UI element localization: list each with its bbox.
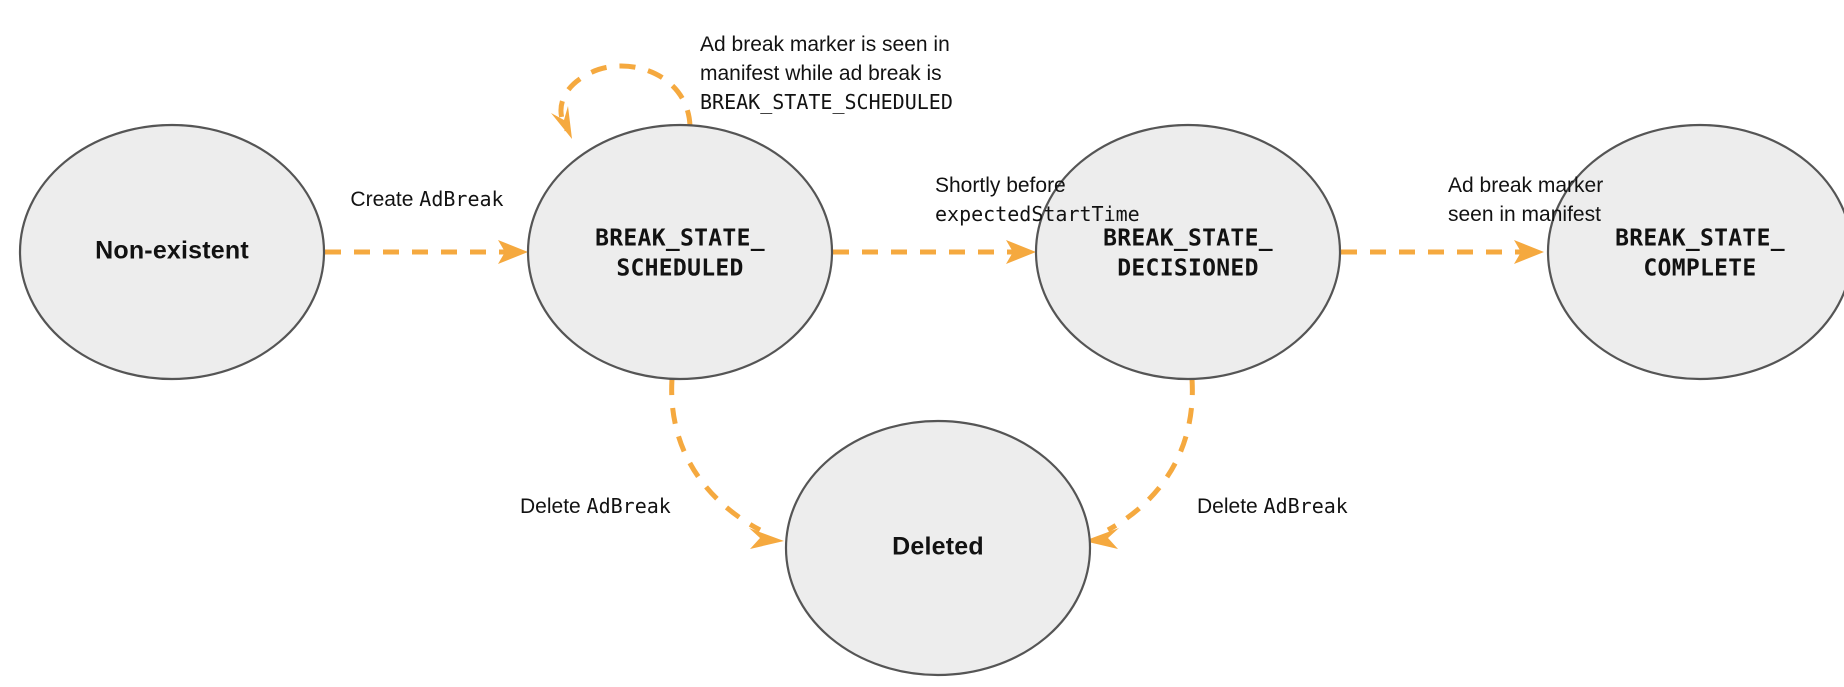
edge-create-adbreak	[325, 240, 528, 264]
node-deleted-label: Deleted	[892, 533, 984, 561]
edge-scheduled-self-loop-arrowhead	[551, 106, 572, 139]
edge-label-marker-seen-in-manifest: Ad break marker seen in manifest	[1448, 174, 1608, 226]
edge-label-scheduled-self-loop: Ad break marker is seen in manifest whil…	[700, 33, 954, 114]
edge-delete-from-decisioned	[1084, 378, 1195, 549]
node-break-state-complete-shape[interactable]	[1546, 123, 1844, 381]
node-break-state-decisioned-label-line1: BREAK_STATE_	[1103, 226, 1273, 252]
edge-marker-seen-in-manifest	[1341, 240, 1544, 264]
edge-label-marker-seen-in-manifest-line1: Ad break marker	[1448, 174, 1603, 197]
edge-label-delete-from-decisioned-seg0: Delete	[1197, 495, 1264, 518]
edge-scheduled-self-loop	[551, 63, 693, 139]
node-break-state-scheduled[interactable]: BREAK_STATE_ SCHEDULED	[526, 123, 834, 381]
edge-label-delete-from-scheduled: Delete AdBreak	[520, 494, 671, 518]
node-deleted-shape[interactable]	[784, 419, 1092, 677]
edge-label-delete-from-decisioned-seg1: AdBreak	[1264, 494, 1348, 518]
node-non-existent[interactable]: Non-existent	[18, 123, 326, 381]
node-break-state-complete-label-line1: BREAK_STATE_	[1615, 226, 1785, 252]
edge-label-shortly-before-line2: expectedStartTime	[935, 202, 1140, 226]
edge-label-shortly-before: Shortly before expectedStartTime	[935, 174, 1140, 226]
edge-delete-from-scheduled-arrowhead	[749, 528, 784, 549]
node-layer: Non-existent BREAK_STATE_ SCHEDULED BREA…	[18, 123, 1844, 677]
edge-label-scheduled-self-loop-line2: manifest while ad break is	[700, 62, 942, 85]
node-break-state-scheduled-label-line1: BREAK_STATE_	[595, 226, 765, 252]
edge-label-create-adbreak: Create AdBreak	[350, 187, 503, 211]
node-break-state-scheduled-shape[interactable]	[526, 123, 834, 381]
node-break-state-complete-label-line2: COMPLETE	[1643, 256, 1756, 282]
edge-layer	[325, 63, 1544, 549]
edge-label-create-adbreak-seg0: Create	[350, 188, 419, 211]
edge-create-adbreak-arrowhead	[498, 240, 528, 264]
edge-label-scheduled-self-loop-line3: BREAK_STATE_SCHEDULED	[700, 90, 953, 114]
edge-delete-from-scheduled-path	[669, 378, 762, 533]
node-non-existent-label: Non-existent	[95, 237, 249, 265]
node-break-state-complete[interactable]: BREAK_STATE_ COMPLETE	[1546, 123, 1844, 381]
edge-delete-from-decisioned-arrowhead	[1084, 528, 1119, 549]
node-break-state-decisioned-shape[interactable]	[1034, 123, 1342, 381]
node-deleted[interactable]: Deleted	[784, 419, 1092, 677]
edge-delete-from-scheduled	[669, 378, 784, 549]
edge-marker-seen-in-manifest-arrowhead	[1514, 240, 1544, 264]
node-break-state-decisioned-label-line2: DECISIONED	[1117, 256, 1258, 282]
edge-label-delete-from-scheduled-seg1: AdBreak	[587, 494, 671, 518]
edge-scheduled-self-loop-path	[558, 63, 693, 132]
node-break-state-scheduled-label-line2: SCHEDULED	[616, 256, 743, 282]
node-non-existent-shape[interactable]	[18, 123, 326, 381]
edge-label-scheduled-self-loop-line1: Ad break marker is seen in	[700, 33, 950, 56]
edge-label-marker-seen-in-manifest-line2: seen in manifest	[1448, 203, 1601, 226]
edge-label-create-adbreak-seg1: AdBreak	[419, 187, 503, 211]
edge-label-delete-from-scheduled-seg0: Delete	[520, 495, 587, 518]
node-break-state-decisioned[interactable]: BREAK_STATE_ DECISIONED	[1034, 123, 1342, 381]
edge-label-delete-from-decisioned: Delete AdBreak	[1197, 494, 1348, 518]
edge-shortly-before	[833, 240, 1036, 264]
edge-label-layer: Create AdBreak Ad break marker is seen i…	[350, 33, 1608, 518]
edge-shortly-before-arrowhead	[1006, 240, 1036, 264]
edge-delete-from-decisioned-path	[1106, 378, 1195, 533]
edge-label-shortly-before-line1: Shortly before	[935, 174, 1066, 197]
